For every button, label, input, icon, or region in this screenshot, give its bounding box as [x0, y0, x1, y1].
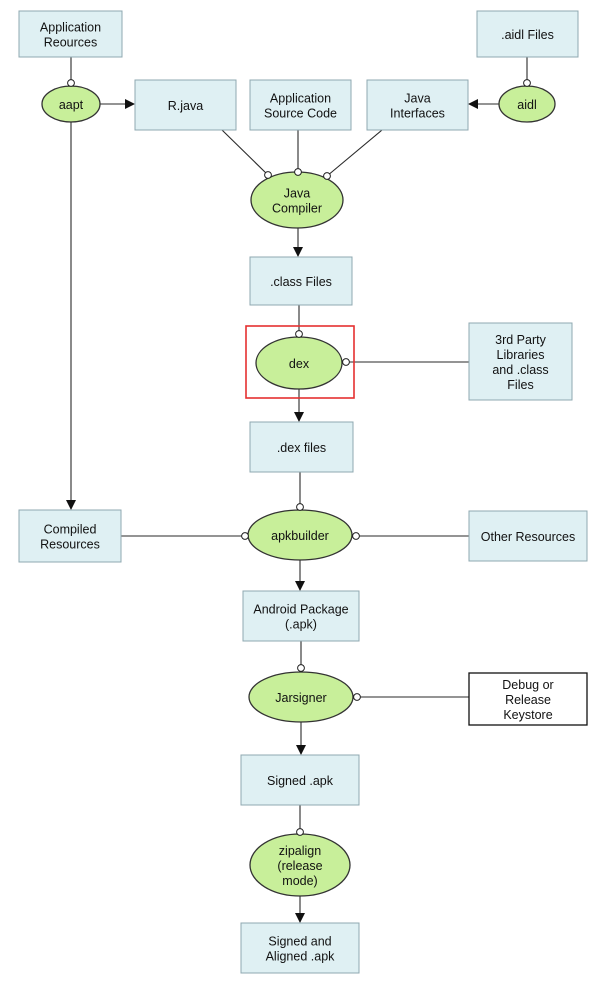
keystore-label: Debug or	[502, 678, 553, 692]
compiled-resources-label: Compiled	[44, 523, 97, 537]
keystore-box	[468, 672, 588, 726]
tool-apkbuilder: apkbuilder	[247, 509, 353, 561]
zipalign-label: (release	[277, 859, 322, 873]
dex-label: dex	[289, 357, 310, 371]
tool-jarsigner: Jarsigner	[248, 671, 354, 723]
connector-line	[221, 129, 269, 176]
node-other-resources: Other Resources	[468, 510, 588, 562]
android-package-label: Android Package	[253, 603, 348, 617]
other-resources-label: Other Resources	[481, 530, 575, 544]
connector-port	[294, 168, 302, 176]
class-files-label: .class Files	[270, 275, 332, 289]
signed-apk-box	[240, 754, 360, 806]
connector-line	[326, 129, 383, 177]
app-resources-label: Reources	[44, 36, 98, 50]
connector-port	[241, 532, 249, 540]
connector-port	[67, 79, 75, 87]
r-java-box	[134, 79, 237, 131]
aapt-label: aapt	[59, 98, 84, 112]
signed-aligned-label: Aligned .apk	[266, 950, 336, 964]
edges-layer	[66, 57, 528, 923]
node-aidl-files: .aidl Files	[476, 10, 579, 58]
other-resources-box	[468, 510, 588, 562]
connector-port	[323, 172, 331, 180]
connector-port	[352, 532, 360, 540]
connector-port	[296, 828, 304, 836]
node-class-files: .class Files	[249, 256, 353, 306]
node-dex-files: .dex files	[249, 421, 354, 473]
connector-port	[295, 330, 303, 338]
zipalign-label: zipalign	[279, 844, 321, 858]
third-party-label: 3rd Party	[495, 333, 546, 347]
third-party-label: Libraries	[497, 348, 545, 362]
android-package-label: (.apk)	[285, 618, 317, 632]
third-party-label: and .class	[492, 363, 548, 377]
android-package-box	[242, 590, 360, 642]
java-interfaces-label: Interfaces	[390, 107, 445, 121]
third-party-label: Files	[507, 378, 533, 392]
aidl-files-label: .aidl Files	[501, 28, 554, 42]
node-r-java: R.java	[134, 79, 237, 131]
compiled-resources-box	[18, 509, 122, 563]
java-interfaces-label: Java	[404, 92, 430, 106]
signed-aligned-box	[240, 922, 360, 974]
tool-aapt: aapt	[41, 85, 101, 123]
connector-port	[264, 171, 272, 179]
connector-port	[353, 693, 361, 701]
app-resources-box	[18, 10, 123, 58]
keystore-label: Release	[505, 693, 551, 707]
compiled-resources-label: Resources	[40, 538, 100, 552]
class-files-box	[249, 256, 353, 306]
edge-r-java-to-java-compiler	[221, 129, 269, 176]
apkbuilder-label: apkbuilder	[271, 529, 329, 543]
tool-aidl: aidl	[498, 85, 556, 123]
signed-aligned-label: Signed and	[268, 935, 331, 949]
third-party-box	[468, 322, 573, 401]
signed-apk-label: Signed .apk	[267, 774, 334, 788]
aidl-files-box	[476, 10, 579, 58]
edge-java-interfaces-to-java-compiler	[326, 129, 383, 177]
app-source-label: Source Code	[264, 107, 337, 121]
connector-port	[296, 503, 304, 511]
connector-port	[297, 664, 305, 672]
dex-highlight-frame	[245, 325, 355, 399]
connector-port	[523, 79, 531, 87]
tool-dex: dex	[255, 336, 343, 390]
java-interfaces-box	[366, 79, 469, 131]
keystore-label: Keystore	[503, 708, 552, 722]
app-resources-label: Application	[40, 21, 101, 35]
aidl-label: aidl	[517, 98, 536, 112]
zipalign-label: mode)	[282, 874, 317, 888]
node-signed-apk: Signed .apk	[240, 754, 360, 806]
app-source-label: Application	[270, 92, 331, 106]
ports-layer	[67, 79, 531, 836]
jarsigner-ellipse	[248, 671, 354, 723]
java-compiler-label: Compiler	[272, 202, 322, 216]
dex-files-box	[249, 421, 354, 473]
jarsigner-label: Jarsigner	[275, 691, 326, 705]
app-source-box	[249, 79, 352, 131]
connector-port	[342, 358, 350, 366]
nodes-layer: ApplicationReourcesR.javaApplicationSour…	[18, 10, 588, 974]
node-android-package: Android Package(.apk)	[242, 590, 360, 642]
r-java-label: R.java	[168, 99, 203, 113]
dex-files-label: .dex files	[277, 441, 326, 455]
java-compiler-label: Java	[284, 187, 310, 201]
